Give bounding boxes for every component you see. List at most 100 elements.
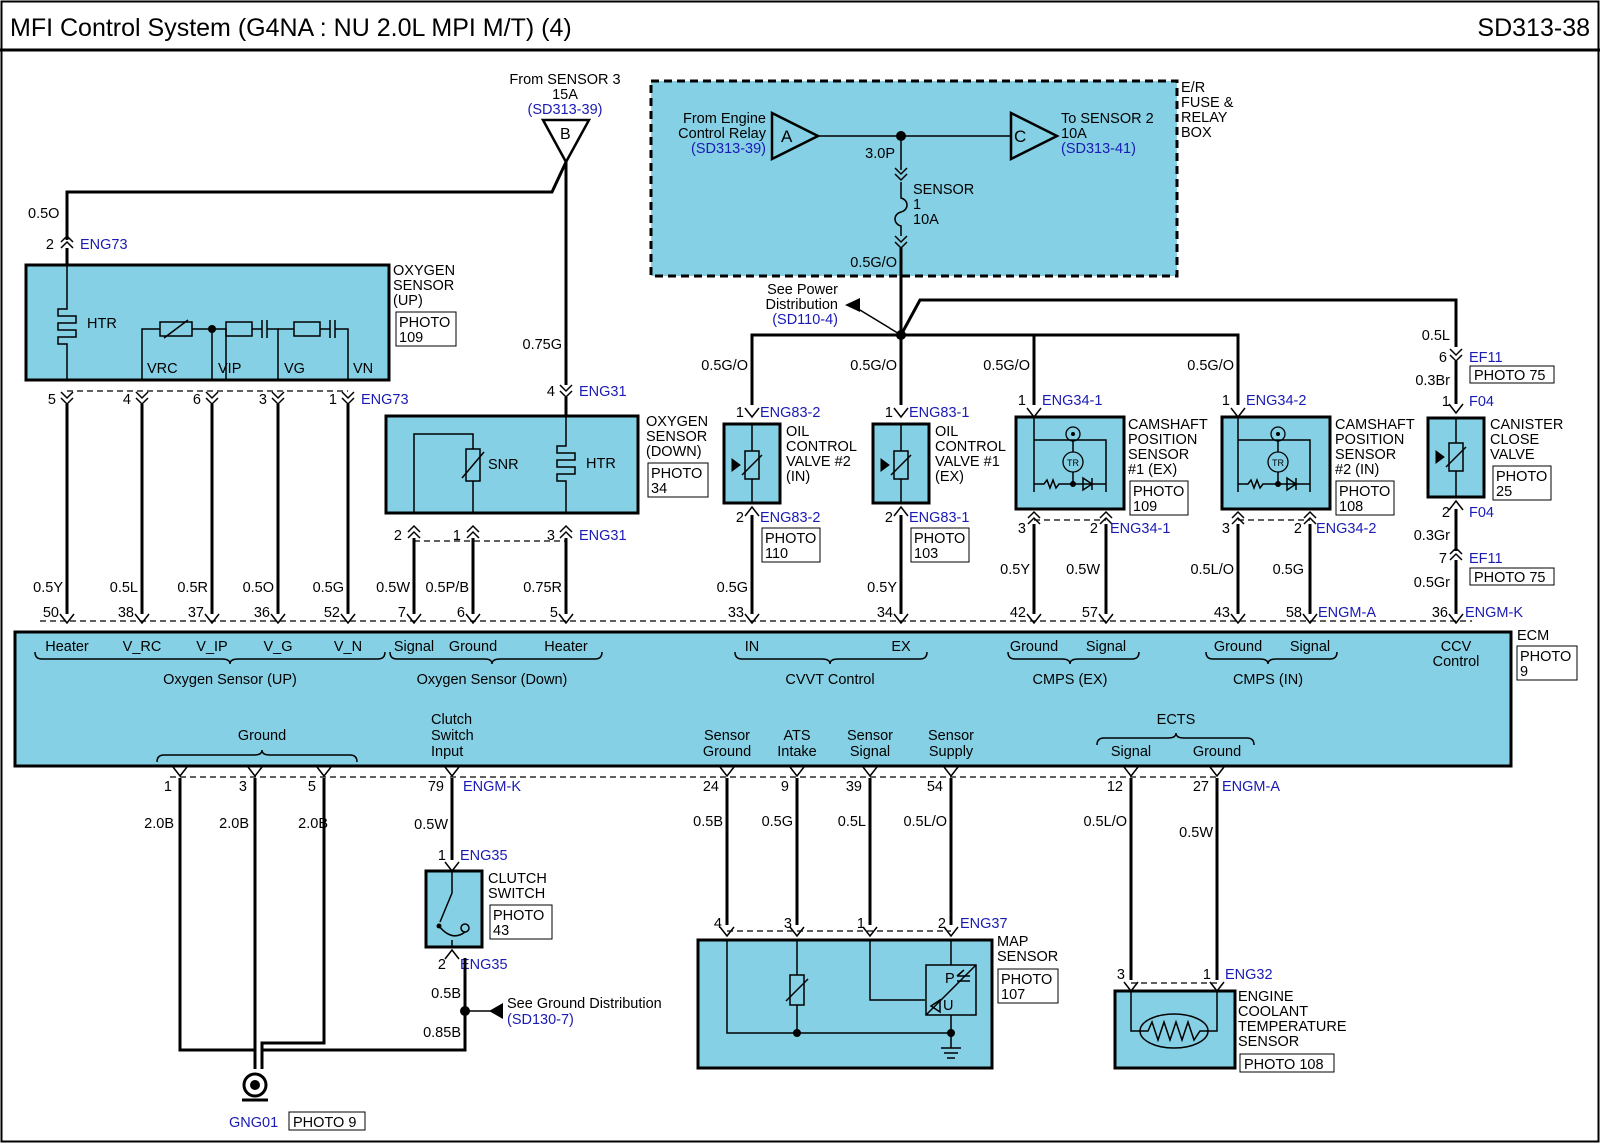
ecm-clutch-label-3: Input — [431, 744, 463, 760]
ecm-bot-pin-number: 24 — [703, 779, 719, 795]
ecm-top-pin-marker — [270, 613, 286, 625]
ecm-bot-pin-marker — [444, 766, 460, 778]
clutch-name-2: SWITCH — [488, 886, 545, 902]
cmps1-conn: ENG34-1 — [1110, 521, 1170, 537]
ecm-map-label-3a: Sensor — [847, 728, 893, 744]
o2-down-name-2: SENSOR — [646, 429, 707, 445]
ccv-wire-bot: 0.5Gr — [1414, 575, 1450, 591]
arrow-left-icon — [845, 298, 860, 312]
ccv-photo75-top: PHOTO 75 — [1474, 368, 1545, 384]
connector-c-icon — [1009, 110, 1060, 162]
fuse-box-label-1: E/R — [1181, 80, 1205, 96]
ects-name-4: SENSOR — [1238, 1034, 1299, 1050]
map-sensor: 0.5B 0.5G 0.5L 0.5L/O 4 3 1 2 ENG37 P U … — [693, 778, 1059, 1070]
cmps1-top-conn: ENG34-1 — [1042, 393, 1102, 409]
to-sensor2-ref: (SD313-41) — [1061, 141, 1136, 157]
ecm-top-pin-marker — [1098, 613, 1114, 625]
cmps2-tr: TR — [1272, 458, 1284, 468]
wire-3p: 3.0P — [865, 146, 895, 162]
ecm-map-label-2b: Intake — [777, 744, 817, 760]
ccv-name-2: CLOSE — [1490, 432, 1539, 448]
connector-a-icon — [770, 110, 821, 162]
cmps2-top-pin: 1 — [1222, 393, 1230, 409]
ground-wire-1: 2.0B — [144, 816, 174, 832]
ecm-clutch-label-1: Clutch — [431, 712, 472, 728]
ecm-bot-conn-k: ENGM-K — [463, 779, 521, 795]
map-wire-4: 0.5L/O — [903, 814, 947, 830]
ccv-f04-bot: F04 — [1469, 505, 1494, 521]
cmps1-pin-3: 3 — [1018, 521, 1026, 537]
from-relay-2: Control Relay — [678, 126, 767, 142]
cmps2-photo-2: 108 — [1339, 499, 1363, 515]
clutch-wire-b2: 0.85B — [423, 1025, 461, 1041]
ecm-top-conn-a: ENGM-A — [1318, 605, 1376, 621]
ocv1-bot-conn: ENG83-1 — [909, 510, 969, 526]
ccv-ef11-pin-bot: 7 — [1439, 551, 1447, 567]
ecm-map-label-4a: Sensor — [928, 728, 974, 744]
ecm-bot-pin-number: 3 — [239, 779, 247, 795]
o2-up-pin-vip: VIP — [218, 361, 241, 377]
ocv1-name-4: (EX) — [935, 469, 964, 485]
o2-up-wire-3: 0.5R — [177, 580, 208, 596]
map-u: U — [943, 998, 953, 1014]
ecm-map-label-1b: Ground — [703, 744, 751, 760]
cmps2-name-2: POSITION — [1335, 432, 1404, 448]
o2-up-htr: HTR — [87, 316, 117, 332]
map-wire-1: 0.5B — [693, 814, 723, 830]
oxygen-sensor-down: 4 ENG31 SNR HTR OXYGEN SENSOR (DOWN) PHO… — [376, 384, 709, 614]
cmps1-wire-2: 0.5W — [1066, 562, 1100, 578]
map-name-2: SENSOR — [997, 949, 1058, 965]
map-pin-2: 2 — [938, 916, 946, 932]
map-pin-3: 3 — [784, 916, 792, 932]
to-sensor2-2: 10A — [1061, 126, 1087, 142]
o2-down-wire-1: 0.5W — [376, 580, 410, 596]
ccv-photo-2: 25 — [1496, 484, 1512, 500]
ecm-top-pin-number: 6 — [457, 605, 465, 621]
o2-down-in-pin: 4 — [547, 384, 555, 400]
camshaft-sensor-1: 0.5G/O 1 ENG34-1 TR CAMSHAFT POSITION SE… — [983, 358, 1208, 614]
ecm-pin-label: Signal — [394, 639, 434, 655]
cmps2-name-1: CAMSHAFT — [1335, 417, 1415, 433]
o2-down-in-conn: ENG31 — [579, 384, 627, 400]
map-pin-1: 1 — [857, 916, 865, 932]
cmps1-tr: TR — [1067, 458, 1079, 468]
ocv2-top-pin: 1 — [736, 405, 744, 421]
o2-up-top-conn: ENG73 — [80, 237, 128, 253]
ccv-ef11-top: EF11 — [1469, 350, 1503, 366]
clutch-photo-2: 43 — [493, 923, 509, 939]
canister-close-valve: 0.5L 6 EF11 PHOTO 75 0.3Br 1 F04 CANISTE… — [1414, 328, 1563, 614]
ccv-name-3: VALVE — [1490, 447, 1535, 463]
ecm-top-pin-marker — [1026, 613, 1042, 625]
wire-fuse-out: 0.5G/O — [850, 255, 897, 271]
ecm-top-pin-marker — [1302, 613, 1318, 625]
ecm-bot-pin-number: 12 — [1107, 779, 1123, 795]
ecm-pin-label: Ground — [1010, 639, 1058, 655]
ecm-top-pin-number: 58 — [1286, 605, 1302, 621]
fuse-icon — [894, 182, 908, 236]
o2-up-photo-2: 109 — [399, 330, 423, 346]
ecm-top-pin-marker — [406, 613, 422, 625]
o2-down-wire-2: 0.5P/B — [425, 580, 469, 596]
ccv-ef11-pin-top: 6 — [1439, 350, 1447, 366]
power-distribution: See Power Distribution (SD110-4) — [750, 248, 1458, 405]
gng01-photo: PHOTO 9 — [293, 1115, 356, 1131]
ecm-top-pin-number: 42 — [1010, 605, 1026, 621]
ecm-pin-label: Signal — [1086, 639, 1126, 655]
ocv2-name-3: VALVE #2 — [786, 454, 851, 470]
ecm-group-cmps-ex: CMPS (EX) — [1033, 672, 1108, 688]
ccv-wire-mid-bot: 0.3Gr — [1414, 528, 1450, 544]
ccv-photo-1: PHOTO — [1496, 469, 1547, 485]
ocv2-photo-2: 110 — [765, 546, 788, 562]
ground-point-icon — [242, 1072, 268, 1098]
map-name-1: MAP — [997, 934, 1028, 950]
cmps1-photo-1: PHOTO — [1133, 484, 1184, 500]
o2-up-pin-1: 1 — [329, 392, 337, 408]
ecm-bot-pin-number: 1 — [164, 779, 172, 795]
ecm-top-pin-number: 34 — [877, 605, 893, 621]
ecm-top-pin-number: 43 — [1214, 605, 1230, 621]
from-relay-ref: (SD313-39) — [691, 141, 766, 157]
ocv1-top-pin: 1 — [885, 405, 893, 421]
cmps1-name-3: SENSOR — [1128, 447, 1189, 463]
ecm-ccv-label-2: Control — [1433, 654, 1480, 670]
